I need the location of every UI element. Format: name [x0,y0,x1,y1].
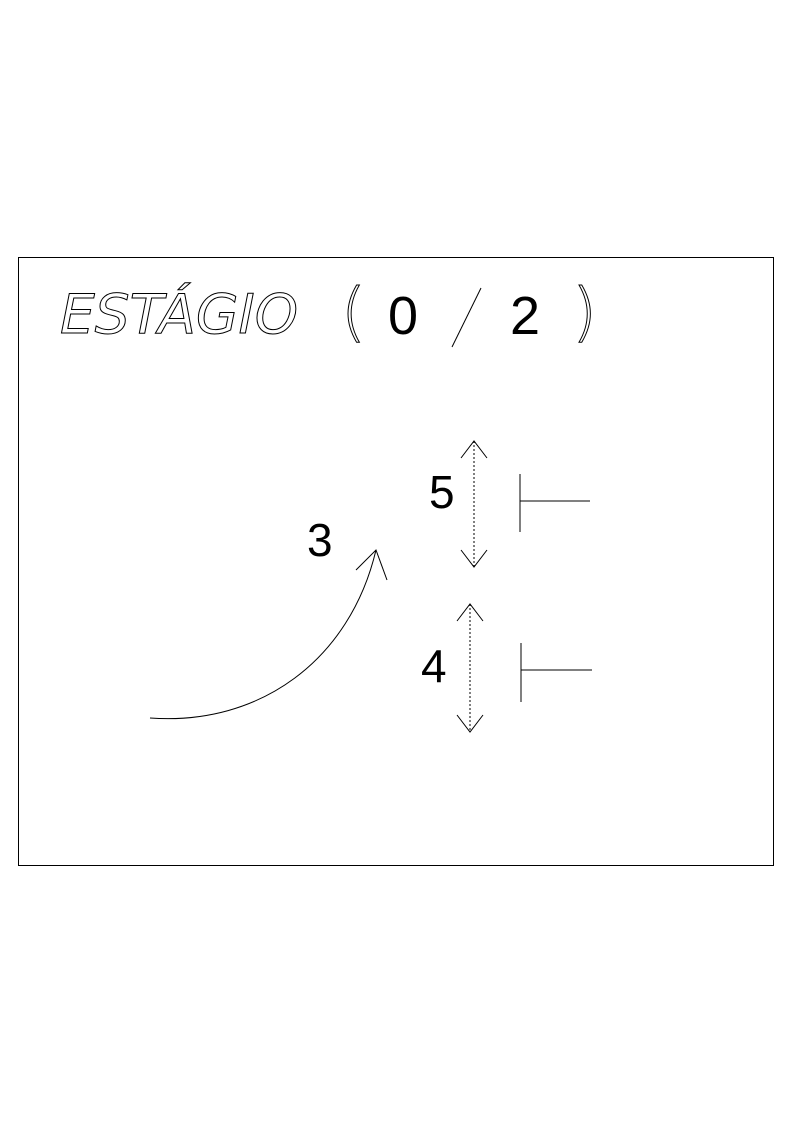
lower-vertical-arrow [456,603,484,733]
stage-title-close-paren: ) [572,276,597,350]
lower-vertical-label: 4 [421,640,447,692]
upper-vertical-arrow-head-bottom [460,549,488,568]
upper-vertical-arrow-head-top [460,440,488,459]
upper-vertical-arrow [460,440,488,568]
rotation-label: 3 [307,514,333,566]
stage-title: ESTÁGIO ( 0 2 ) [60,276,598,351]
upper-signal-symbol [519,474,590,532]
rotation-arrow-head [355,549,388,581]
lower-vertical-arrow-head-top [456,603,484,622]
stage-title-open-paren: ( [341,276,366,350]
rotation-arrow-curve [149,549,377,720]
stage-total-number: 2 [510,286,540,346]
lower-vertical-arrow-head-bottom [456,714,484,733]
upper-vertical-label: 5 [429,466,455,518]
stage-current-number: 0 [388,286,418,346]
stage-separator-slash [451,287,482,348]
diagram-frame [18,257,774,866]
stage-title-word: ESTÁGIO [60,283,298,346]
lower-signal-symbol [520,643,592,702]
rotation-arrow [149,549,388,720]
